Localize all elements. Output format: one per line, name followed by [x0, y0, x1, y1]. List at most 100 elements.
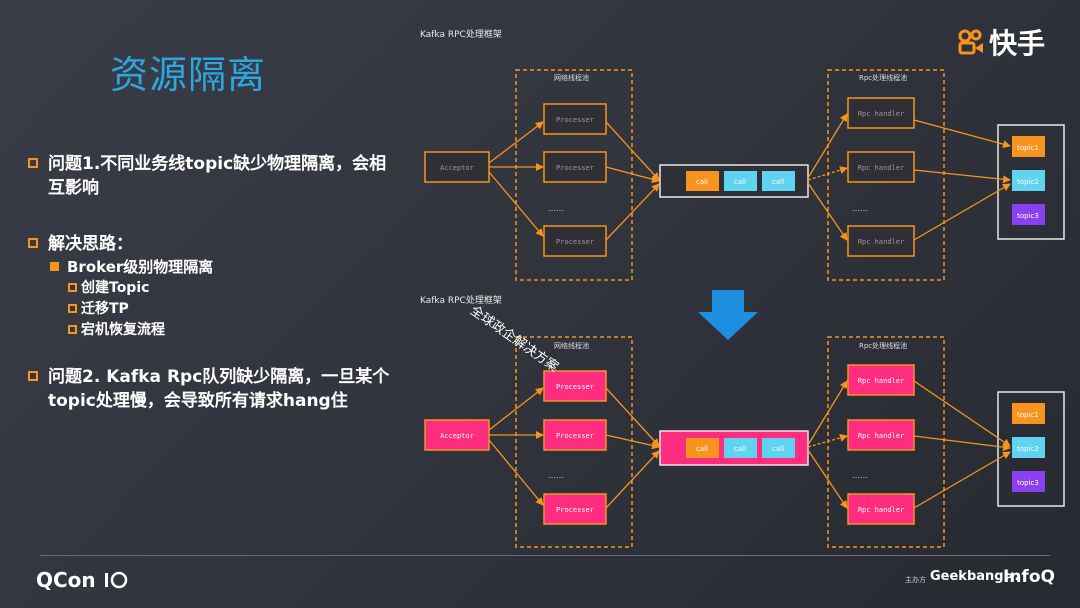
call-item [724, 171, 757, 191]
processor-box [543, 370, 607, 402]
call-item [724, 438, 757, 458]
rpc-handler-box [847, 364, 915, 396]
processor-box [543, 103, 607, 135]
bullet-list: 问题1.不同业务线topic缺少物理隔离，会相互影响 解决思路： Broker级… [28, 152, 398, 413]
topic-group-top [997, 124, 1065, 240]
call-item [686, 438, 719, 458]
net-group-label: 网络线程池 [554, 341, 589, 350]
diagram-bottom-title: Kafka RPC处理框架 [420, 294, 502, 306]
bullet-text: Broker级别物理隔离 [67, 258, 214, 276]
topic-box [1012, 170, 1045, 191]
page-title: 资源隔离 [110, 53, 267, 97]
rpc-handler-box [847, 151, 915, 183]
processor-label: Processer [556, 164, 594, 172]
rpc-handler-label: Rpc handler [858, 506, 904, 514]
processor-label: Processer [556, 432, 594, 440]
topic-label: topic2 [1017, 178, 1039, 186]
ellipsis: …… [852, 204, 868, 213]
bullet-problem-1: 问题1.不同业务线topic缺少物理隔离，会相互影响 [28, 152, 398, 200]
rpc-handler-label: Rpc handler [858, 377, 904, 385]
bullet-text: 创建Topic [81, 280, 150, 296]
call-label: call [696, 178, 708, 186]
logo-text: 快手 [989, 27, 1046, 60]
diagram-top-title: Kafka RPC处理框架 [420, 28, 502, 40]
call-label: call [696, 445, 708, 453]
bullet-filled-square-icon [50, 262, 59, 271]
bullet-small-square-icon [68, 325, 77, 334]
call-label: call [772, 178, 784, 186]
call-item [762, 438, 795, 458]
processor-label: Processer [556, 506, 594, 514]
call-item [762, 171, 795, 191]
rpc-handler-label: Rpc handler [858, 432, 904, 440]
bullet-sub-item: 迁移TP [68, 299, 398, 320]
call-label: call [734, 178, 746, 186]
down-arrow-icon [698, 290, 758, 340]
topic-label: topic3 [1017, 479, 1039, 487]
acceptor-box [424, 419, 490, 451]
processor-box [543, 419, 607, 451]
bullet-approach: 解决思路： [28, 232, 398, 256]
bullet-text: 问题1.不同业务线topic缺少物理隔离，会相互影响 [48, 154, 387, 198]
net-thread-pool-group-top [515, 69, 633, 281]
topic-box [1012, 471, 1045, 492]
call-label: call [734, 445, 746, 453]
bullet-text: 解决思路： [48, 234, 133, 254]
bullet-text: 问题2. Kafka Rpc队列缺少隔离，一旦某个topic处理慢，会导致所有请… [48, 367, 390, 411]
sponsor-label: 主办方 [905, 576, 926, 584]
infoq-logo: InfoQ [1003, 567, 1055, 587]
topic-label: topic1 [1017, 144, 1039, 152]
rpc-handler-box [847, 225, 915, 257]
processor-label: Processer [556, 383, 594, 391]
rpc-group-label: Rpc处理线程池 [859, 73, 907, 82]
bullet-sub-item: 创建Topic [68, 278, 398, 299]
bullet-square-icon [28, 238, 38, 248]
kuaishou-logo-icon [958, 29, 983, 55]
processor-label: Processer [556, 238, 594, 246]
rpc-handler-label: Rpc handler [858, 164, 904, 172]
bullet-sub-item: 宕机恢复流程 [68, 320, 398, 341]
call-item [686, 171, 719, 191]
acceptor-label: Acceptor [440, 432, 474, 440]
bullet-small-square-icon [68, 304, 77, 313]
processor-box [543, 225, 607, 257]
rpc-group-label: Rpc处理线程池 [859, 341, 907, 350]
processor-label: Processer [556, 116, 594, 124]
topic-group-bottom [997, 391, 1065, 507]
topic-label: topic3 [1017, 212, 1039, 220]
brand-logo: 快手 [957, 22, 1045, 62]
rpc-thread-pool-group-top [827, 69, 945, 281]
bullet-square-icon [28, 158, 38, 168]
ten-anniversary-icon [104, 571, 127, 589]
bullet-text: 迁移TP [81, 301, 129, 317]
rpc-handler-label: Rpc handler [858, 110, 904, 118]
qcon-logo: QCon [36, 568, 129, 592]
rpc-handler-box [847, 97, 915, 129]
bullet-text: 宕机恢复流程 [81, 322, 165, 338]
bullet-broker: Broker级别物理隔离 [50, 256, 398, 278]
topic-box [1012, 136, 1045, 157]
net-thread-pool-group-bottom [515, 336, 633, 548]
topic-label: topic2 [1017, 445, 1039, 453]
bullet-square-icon [28, 371, 38, 381]
topic-box [1012, 437, 1045, 458]
qcon-text: QCon [36, 568, 96, 592]
rpc-handler-box [847, 493, 915, 525]
processor-box [543, 151, 607, 183]
net-group-label: 网络线程池 [554, 73, 589, 82]
rpc-handler-label: Rpc handler [858, 238, 904, 246]
footer-divider [40, 555, 1050, 556]
ellipsis: …… [548, 471, 564, 480]
ellipsis: …… [852, 471, 868, 480]
bullet-small-square-icon [68, 283, 77, 292]
acceptor-label: Acceptor [440, 164, 474, 172]
top-arrows [488, 113, 1011, 241]
rpc-handler-box [847, 419, 915, 451]
processor-box [543, 493, 607, 525]
bullet-problem-2: 问题2. Kafka Rpc队列缺少隔离，一旦某个topic处理慢，会导致所有请… [28, 365, 398, 413]
acceptor-box [424, 151, 490, 183]
bottom-arrows [488, 380, 1011, 509]
topic-box [1012, 204, 1045, 225]
topic-label: topic1 [1017, 411, 1039, 419]
